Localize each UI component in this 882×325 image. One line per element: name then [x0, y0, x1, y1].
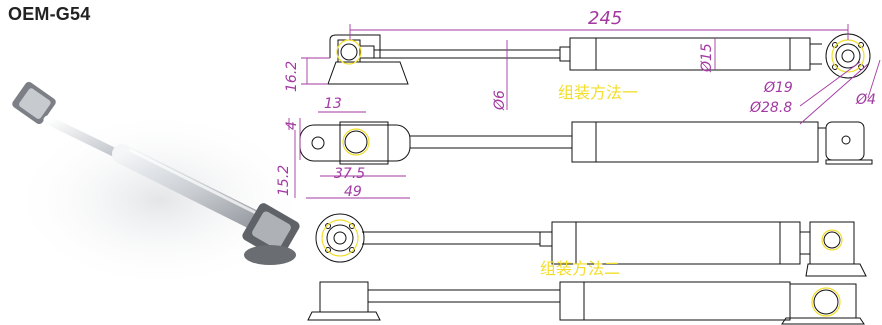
top-bracket [12, 81, 56, 125]
dim-hole-diameter: Ø4 [855, 92, 876, 108]
dim-cylinder-diameter: Ø15 [699, 43, 715, 73]
view-row1 [327, 33, 871, 85]
dim-inner-length: 37.5 [334, 166, 365, 182]
dim-bracket-outer-diameter: Ø28.8 [749, 100, 792, 116]
model-code: OEM-G54 [8, 4, 91, 24]
view-row3 [315, 213, 867, 277]
dim-bracket-inner-diameter: Ø19 [763, 80, 793, 96]
dim-top-offset: 13 [324, 96, 342, 112]
center-lines [321, 39, 865, 317]
dim-rod-diameter: Ø6 [492, 90, 508, 111]
assembly-method-two-label: 组装方法二 [540, 259, 620, 278]
dim-outer-length: 49 [344, 184, 362, 200]
view-row2 [299, 121, 873, 165]
dimension-lines [288, 24, 881, 199]
bottom-bracket [242, 203, 300, 265]
view-row4 [307, 281, 865, 325]
gas-spring-photo [10, 81, 310, 290]
dim-overall-length: 245 [588, 8, 622, 29]
assembly-method-one-label: 组装方法一 [558, 83, 638, 102]
